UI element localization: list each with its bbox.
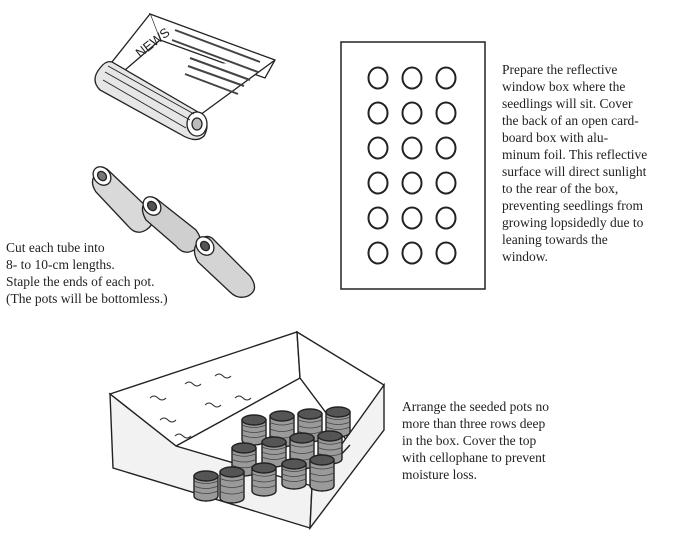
window-hole <box>401 171 423 195</box>
caption-arrange-pots: Arrange the seeded pots no more than thr… <box>402 398 549 483</box>
window-hole <box>435 66 457 90</box>
tube-segment <box>91 166 154 233</box>
window-hole <box>435 101 457 125</box>
seeded-pot <box>219 466 245 504</box>
seeded-pot <box>231 442 257 477</box>
seeded-pots-box-illustration <box>108 330 385 531</box>
caption-line: Staple the ends of each pot. <box>6 274 155 289</box>
window-hole <box>435 171 457 195</box>
caption-line: window. <box>502 249 548 264</box>
window-hole <box>401 136 423 160</box>
window-hole <box>367 241 389 265</box>
window-hole <box>401 241 423 265</box>
caption-line: growing lopsidedly due to <box>502 215 644 230</box>
caption-line: leaning towards the <box>502 232 608 247</box>
caption-line: (The pots will be bottomless.) <box>6 291 168 306</box>
rolled-newspaper-illustration: NEWS <box>94 12 276 141</box>
caption-line: the back of an open card- <box>502 113 639 128</box>
caption-line: seedlings will sit. Cover <box>502 96 633 111</box>
caption-line: preventing seedlings from <box>502 198 643 213</box>
window-hole <box>367 206 389 230</box>
seeded-pot <box>241 414 267 446</box>
caption-line: to the rear of the box, <box>502 181 619 196</box>
caption-line: moisture loss. <box>402 467 478 482</box>
seeded-pot <box>281 458 307 490</box>
window-hole <box>367 101 389 125</box>
window-hole <box>435 241 457 265</box>
seeded-pot <box>309 454 335 492</box>
window-hole <box>401 66 423 90</box>
window-hole <box>367 136 389 160</box>
seeded-pot <box>317 430 343 465</box>
window-hole <box>401 101 423 125</box>
window-hole <box>401 206 423 230</box>
seeded-pot <box>193 470 219 502</box>
seeded-pot <box>251 462 277 497</box>
tube-segment <box>193 235 256 298</box>
caption-line: more than three rows deep <box>402 416 546 431</box>
caption-cut-tubes: Cut each tube into 8- to 10-cm lengths. … <box>6 239 168 307</box>
caption-line: Prepare the reflective <box>502 62 618 77</box>
caption-line: with cellophane to prevent <box>402 450 546 465</box>
caption-line: Cut each tube into <box>6 240 105 255</box>
window-hole <box>435 136 457 160</box>
window-hole <box>367 66 389 90</box>
caption-line: in the box. Cover the top <box>402 433 537 448</box>
cut-tubes-illustration <box>91 166 256 298</box>
window-hole <box>367 171 389 195</box>
window-hole <box>435 206 457 230</box>
caption-line: surface will direct sunlight <box>502 164 647 179</box>
caption-reflective-box: Prepare the reflective window box where … <box>502 61 647 265</box>
caption-line: board box with alu- <box>502 130 609 145</box>
caption-line: window box where the <box>502 79 626 94</box>
caption-line: 8- to 10-cm lengths. <box>6 257 115 272</box>
caption-line: Arrange the seeded pots no <box>402 399 549 414</box>
caption-line: minum foil. This reflective <box>502 147 648 162</box>
tube-segment <box>141 196 202 253</box>
reflective-window-box <box>340 41 486 290</box>
